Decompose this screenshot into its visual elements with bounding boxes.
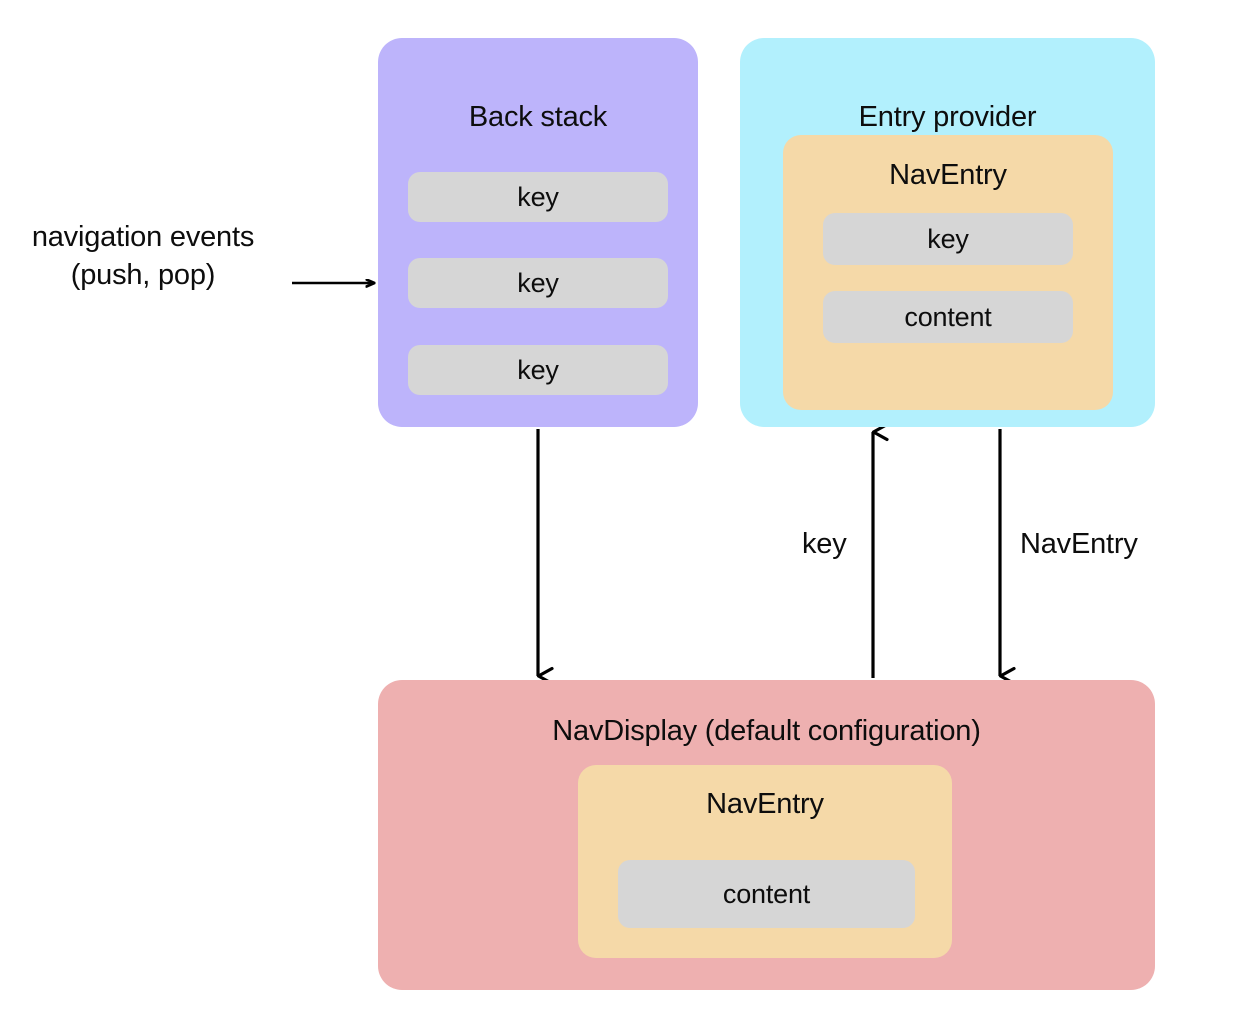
nav-display-nav-entry-title: NavEntry xyxy=(706,788,824,820)
back-stack-key-item[interactable]: key xyxy=(408,258,668,308)
back-stack-title: Back stack xyxy=(468,101,608,133)
edge-label-key: key xyxy=(802,528,847,560)
nav-display-nav-entry-content[interactable]: content xyxy=(618,860,915,928)
nav-display-nav-entry-box[interactable]: NavEntry content xyxy=(578,765,952,958)
edge-label-navigation-events: navigation events (push, pop) xyxy=(8,218,278,294)
edge-label-navigation-events-line1: navigation events xyxy=(31,221,255,253)
entry-provider-box[interactable]: Entry provider NavEntry key content xyxy=(740,38,1155,427)
back-stack-box[interactable]: Back stack key key key xyxy=(378,38,698,427)
entry-provider-title: Entry provider xyxy=(858,101,1037,133)
entry-provider-nav-entry-box[interactable]: NavEntry key content xyxy=(783,135,1113,410)
nav-display-box[interactable]: NavDisplay (default configuration) NavEn… xyxy=(378,680,1155,990)
edge-label-navigation-events-line2: (push, pop) xyxy=(70,259,216,291)
back-stack-key-item[interactable]: key xyxy=(408,172,668,222)
back-stack-key-item[interactable]: key xyxy=(408,345,668,395)
entry-provider-nav-entry-key[interactable]: key xyxy=(823,213,1073,265)
entry-provider-nav-entry-content[interactable]: content xyxy=(823,291,1073,343)
edge-label-naventry: NavEntry xyxy=(1020,528,1138,560)
nav-display-title: NavDisplay (default configuration) xyxy=(552,715,981,747)
entry-provider-nav-entry-title: NavEntry xyxy=(889,159,1007,191)
